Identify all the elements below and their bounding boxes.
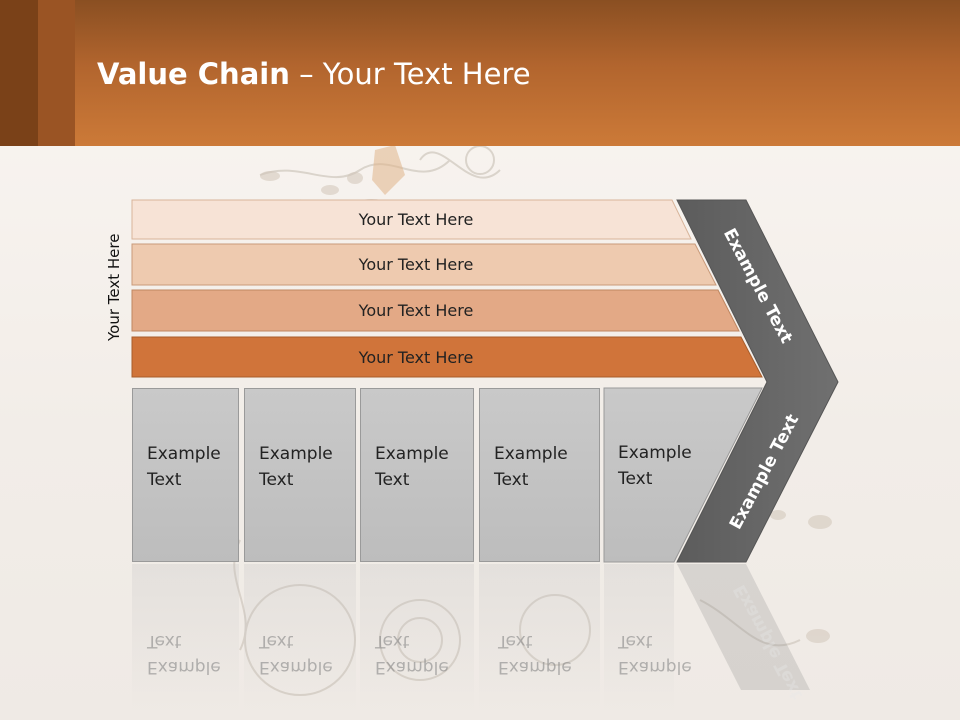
- band-label-2: Your Text Here: [358, 255, 474, 274]
- band-shape-2: [131, 243, 717, 286]
- reflected-label-5: Example Text: [618, 631, 692, 677]
- activity-box-label-1: Example Text: [147, 444, 221, 490]
- header-accent-strip-2: [38, 0, 75, 146]
- band-label-4: Your Text Here: [358, 347, 474, 367]
- activity-box-1: Example Text: [132, 388, 239, 562]
- box-reflection-1: [132, 564, 239, 714]
- band-label-3: Your Text Here: [358, 301, 474, 320]
- activity-box-label-3: Example Text: [375, 444, 449, 490]
- reflected-label-2: Example Text: [259, 631, 333, 677]
- title-rest: – Your Text Here: [289, 57, 531, 91]
- reflected-label-3: Example Text: [375, 631, 449, 677]
- box-reflection-2: [244, 564, 356, 714]
- slide-title: Value Chain – Your Text Here: [97, 54, 531, 94]
- activity-box-2: Example Text: [244, 388, 356, 562]
- activity-box-label-2: Example Text: [259, 444, 333, 490]
- header-accent-strip: [0, 0, 38, 146]
- reflected-label-1: Example Text: [147, 631, 221, 677]
- header-bar: Value Chain – Your Text Here: [0, 0, 960, 146]
- band-shape-3: [131, 289, 740, 332]
- box-reflection-4: [479, 564, 600, 714]
- box-reflection-5: [604, 564, 674, 714]
- band-label-1: Your Text Here: [358, 210, 474, 229]
- box-reflection-3: [360, 564, 474, 714]
- side-label: Your Text Here: [105, 233, 123, 341]
- band-shape-4: [131, 336, 763, 378]
- activity-box-4: Example Text: [479, 388, 600, 562]
- reflected-label-4: Example Text: [498, 631, 572, 677]
- chevron-reflection: [677, 564, 810, 690]
- box-shape-5: [603, 387, 763, 563]
- title-bold: Value Chain: [97, 57, 290, 91]
- activity-box-3: Example Text: [360, 388, 474, 562]
- activity-box-label-4: Example Text: [494, 444, 568, 490]
- margin-chevron: [676, 199, 839, 563]
- band-shape-1: [131, 199, 692, 240]
- activity-box-label-5: Example Text: [618, 443, 692, 489]
